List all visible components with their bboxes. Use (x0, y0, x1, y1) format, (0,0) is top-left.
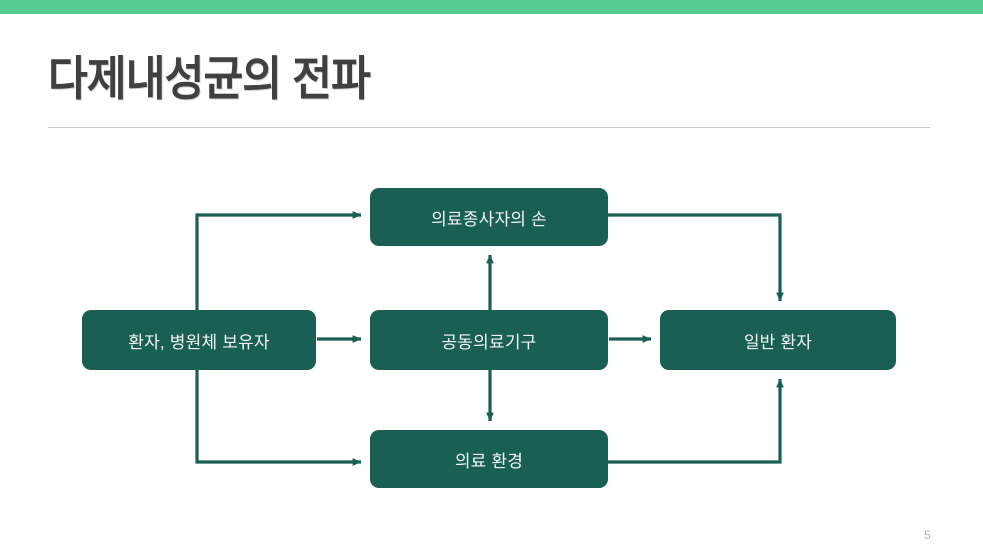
node-shared-medical-equipment[interactable]: 공동의료기구 (370, 310, 608, 370)
title-divider (48, 127, 930, 128)
node-patient-carrier[interactable]: 환자, 병원체 보유자 (82, 310, 316, 370)
node-healthcare-environment[interactable]: 의료 환경 (370, 430, 608, 488)
accent-top-bar (0, 0, 983, 14)
page-number: 5 (924, 528, 931, 542)
page-title: 다제내성균의 전파 (48, 52, 371, 105)
edge-carrier-to-environment (195, 340, 362, 466)
node-general-patient[interactable]: 일반 환자 (660, 310, 896, 370)
edge-hands-to-general (608, 213, 784, 302)
edge-carrier-to-hands (195, 211, 362, 340)
edge-environment-to-general (608, 378, 784, 464)
node-healthcare-worker-hands[interactable]: 의료종사자의 손 (370, 188, 608, 246)
